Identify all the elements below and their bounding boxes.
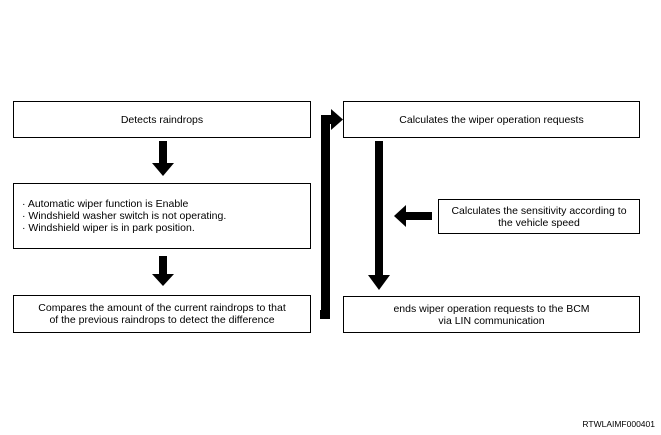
arrow-detects-to-conditions: [152, 141, 174, 176]
condition-line-3: · Windshield wiper is in park position.: [22, 222, 195, 234]
arrow-compares-to-calculates: [320, 109, 343, 319]
compares-line-1: Compares the amount of the current raind…: [38, 302, 286, 314]
condition-line-2: · Windshield washer switch is not operat…: [22, 210, 227, 222]
detects-line-1: Detects raindrops: [120, 113, 204, 126]
sensitivity-box: Calculates the sensitivity according to …: [438, 199, 640, 234]
sensitivity-line-1: Calculates the sensitivity according to: [451, 204, 627, 217]
compares-raindrops-box: Compares the amount of the current raind…: [13, 295, 311, 333]
calculates-line-1: Calculates the wiper operation requests: [399, 113, 584, 126]
calculates-requests-box: Calculates the wiper operation requests: [343, 101, 640, 138]
arrow-sensitivity-to-main: [394, 205, 432, 227]
sends-requests-box: ends wiper operation requests to the BCM…: [343, 296, 640, 333]
figure-code: RTWLAIMF000401: [582, 419, 655, 429]
detects-raindrops-box: Detects raindrops: [13, 101, 311, 138]
arrow-calculates-to-sends: [368, 141, 390, 290]
sends-line-1: ends wiper operation requests to the BCM: [393, 302, 590, 315]
sends-line-2: via LIN communication: [438, 314, 545, 327]
arrow-conditions-to-compares: [152, 256, 174, 286]
sensitivity-line-2: the vehicle speed: [498, 216, 580, 229]
compares-line-2: of the previous raindrops to detect the …: [49, 314, 275, 326]
conditions-box: · Automatic wiper function is Enable · W…: [13, 183, 311, 249]
condition-line-1: · Automatic wiper function is Enable: [22, 198, 189, 210]
